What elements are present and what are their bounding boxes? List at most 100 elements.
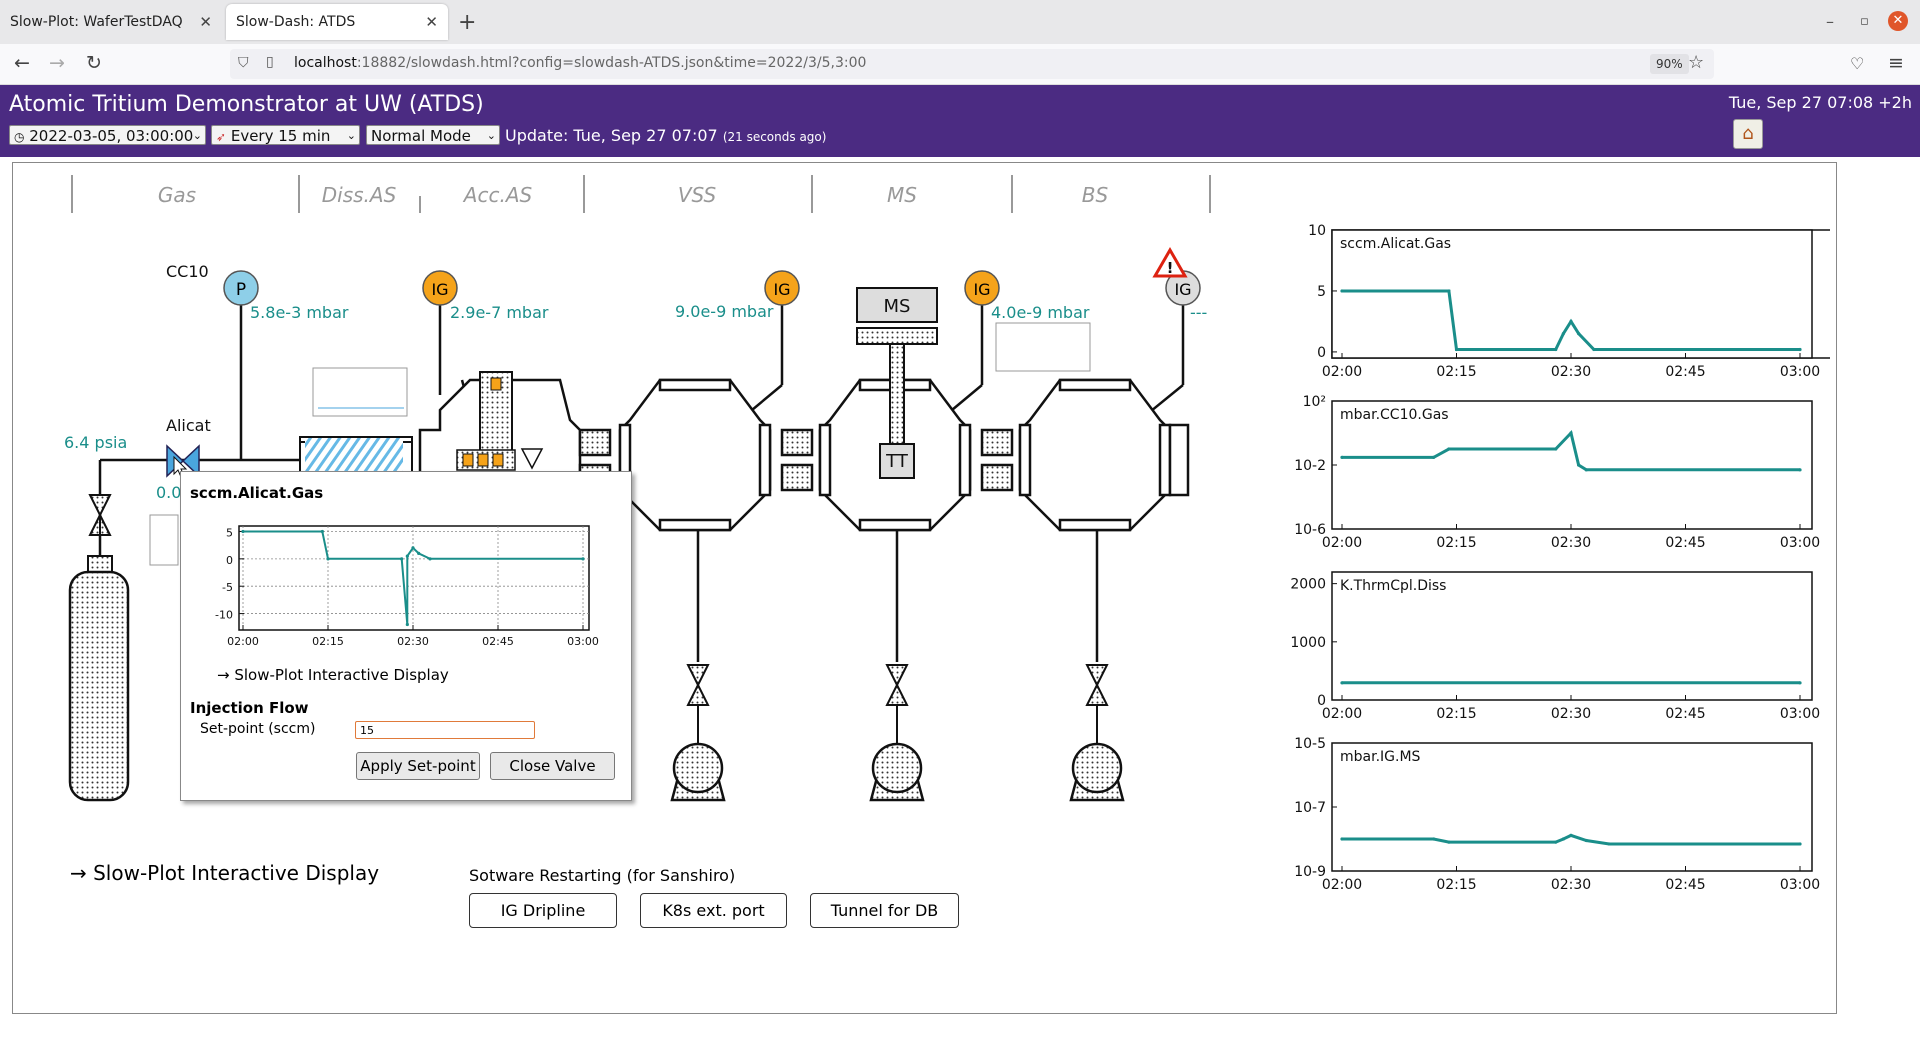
data-point (1798, 842, 1802, 846)
slow-plot-link-bottom[interactable]: → Slow-Plot Interactive Display (70, 861, 380, 885)
section-ms: MS (887, 183, 917, 207)
data-point (1798, 468, 1802, 472)
x-tick-label: 02:15 (312, 635, 344, 648)
main-panel (12, 162, 1837, 1014)
bs-pump[interactable] (1069, 742, 1125, 802)
gauge-ig-label: IG (431, 280, 448, 299)
section-acc: Acc.AS (462, 183, 533, 207)
x-tick-label: 03:00 (1780, 877, 1820, 893)
reload-icon[interactable]: ↻ (86, 52, 102, 74)
shield-icon[interactable]: ⛉ (238, 55, 249, 71)
zoom-level[interactable]: 90% (1650, 54, 1689, 74)
thumbnail-plot-ms[interactable] (995, 322, 1091, 372)
process-diagram: Gas Diss.AS Acc.AS VSS MS BS (64, 175, 1211, 802)
chart-frame (1331, 742, 1813, 872)
y-tick-label: 5 (1317, 284, 1326, 300)
diss-chamber[interactable] (418, 371, 582, 482)
menu-icon[interactable]: ≡ (1888, 52, 1904, 74)
x-tick-label: 03:00 (1780, 535, 1820, 551)
svg-text:!: ! (1167, 259, 1174, 277)
home-icon[interactable]: ⌂ (1733, 119, 1763, 149)
alicat-label: Alicat (166, 416, 211, 435)
browser-nav-bar: ← → ↻ ⛉ ▯ localhost:18882/slowdash.html?… (0, 44, 1920, 85)
y-tick-label: 10-7 (1294, 800, 1326, 816)
x-tick-label: 02:45 (1665, 535, 1705, 551)
thumbnail-plot-diss[interactable] (312, 367, 408, 417)
forward-icon[interactable]: → (49, 52, 65, 74)
mode-select[interactable]: Normal Mode ⌄ (366, 125, 500, 145)
x-tick-label: 03:00 (1780, 364, 1820, 380)
vss-pump-valve[interactable] (686, 664, 710, 706)
app-header: Atomic Tritium Demonstrator at UW (ATDS)… (0, 85, 1920, 157)
pocket-icon[interactable]: ♡ (1850, 54, 1865, 73)
back-icon[interactable]: ← (14, 52, 30, 74)
time-select[interactable]: ◷ 2022-03-05, 03:00:00 ⌄ (9, 125, 206, 145)
data-point (1607, 842, 1611, 846)
tab-slow-dash[interactable]: Slow-Dash: ATDS ✕ (226, 4, 448, 40)
time-select-value: 2022-03-05, 03:00:00 (29, 127, 194, 145)
gauge-ig-diss[interactable]: IG (422, 270, 458, 306)
apply-setpoint-button[interactable]: Apply Set-point (356, 752, 480, 780)
gas-cylinder[interactable] (68, 555, 130, 802)
bookmark-star-icon[interactable]: ☆ (1688, 52, 1705, 73)
popup-title: sccm.Alicat.Gas (190, 484, 324, 502)
x-tick-label: 02:15 (1436, 877, 1476, 893)
tab-slow-plot[interactable]: Slow-Plot: WaferTestDAQ ✕ (0, 4, 222, 40)
close-icon[interactable]: ✕ (199, 13, 212, 31)
maximize-icon[interactable]: ▫ (1860, 14, 1869, 29)
slow-plot-link[interactable]: → Slow-Plot Interactive Display (217, 666, 449, 684)
clock-icon: ◷ (14, 130, 25, 144)
section-headers (71, 175, 1211, 213)
y-tick-label: 10-6 (1294, 522, 1326, 538)
reading-ig-last: --- (1190, 303, 1207, 322)
chevron-down-icon: ⌄ (486, 129, 496, 142)
ms-pump-valve[interactable] (885, 664, 909, 706)
new-tab-icon[interactable]: + (458, 10, 477, 35)
data-point (405, 554, 409, 558)
minimize-icon[interactable]: – (1826, 12, 1834, 31)
data-point (1340, 681, 1344, 685)
k8s-port-button[interactable]: K8s ext. port (640, 893, 787, 928)
gauge-ig-label: IG (1174, 280, 1191, 299)
browser-tab-bar: Slow-Plot: WaferTestDAQ ✕ Slow-Dash: ATD… (0, 0, 1920, 44)
close-valve-button[interactable]: Close Valve (490, 752, 615, 780)
chart-frame (1331, 571, 1813, 701)
x-tick-label: 02:45 (1665, 877, 1705, 893)
setpoint-input[interactable] (355, 721, 535, 739)
url-text[interactable]: localhost:18882/slowdash.html?config=slo… (294, 55, 866, 71)
data-point (1432, 837, 1436, 841)
data-point (411, 546, 415, 550)
gauge-ig-ms[interactable]: IG (964, 270, 1000, 306)
mass-spectrometer[interactable]: MS TT (856, 287, 938, 479)
cylinder-valve[interactable] (88, 494, 112, 536)
section-gas: Gas (158, 183, 196, 207)
close-icon[interactable]: ✕ (425, 13, 438, 31)
ms-pump[interactable] (869, 742, 925, 802)
gauge-ig-vss[interactable]: IG (764, 270, 800, 306)
x-tick-label: 02:00 (1322, 364, 1362, 380)
x-tick-label: 02:45 (1665, 706, 1705, 722)
refresh-select-value: Every 15 min (230, 127, 331, 145)
refresh-select[interactable]: ➶ Every 15 min ⌄ (211, 125, 360, 145)
gauge-p-cc10[interactable]: P (223, 270, 259, 306)
vss-chamber[interactable] (618, 378, 772, 532)
data-point (428, 557, 432, 561)
gauge-ig-label: IG (773, 280, 790, 299)
thumbnail-plot-gas[interactable] (149, 514, 179, 566)
x-tick-label: 02:30 (397, 635, 429, 648)
vss-pump[interactable] (670, 742, 726, 802)
url-bar[interactable]: ⛉ ▯ localhost:18882/slowdash.html?config… (230, 49, 1714, 79)
window-close-icon[interactable]: ✕ (1888, 11, 1908, 31)
bs-pump-valve[interactable] (1085, 664, 1109, 706)
y-tick-label: -5 (222, 581, 233, 594)
bs-chamber[interactable] (1018, 378, 1190, 532)
tunnel-db-button[interactable]: Tunnel for DB (810, 893, 959, 928)
ig-dripline-button[interactable]: IG Dripline (469, 893, 617, 928)
